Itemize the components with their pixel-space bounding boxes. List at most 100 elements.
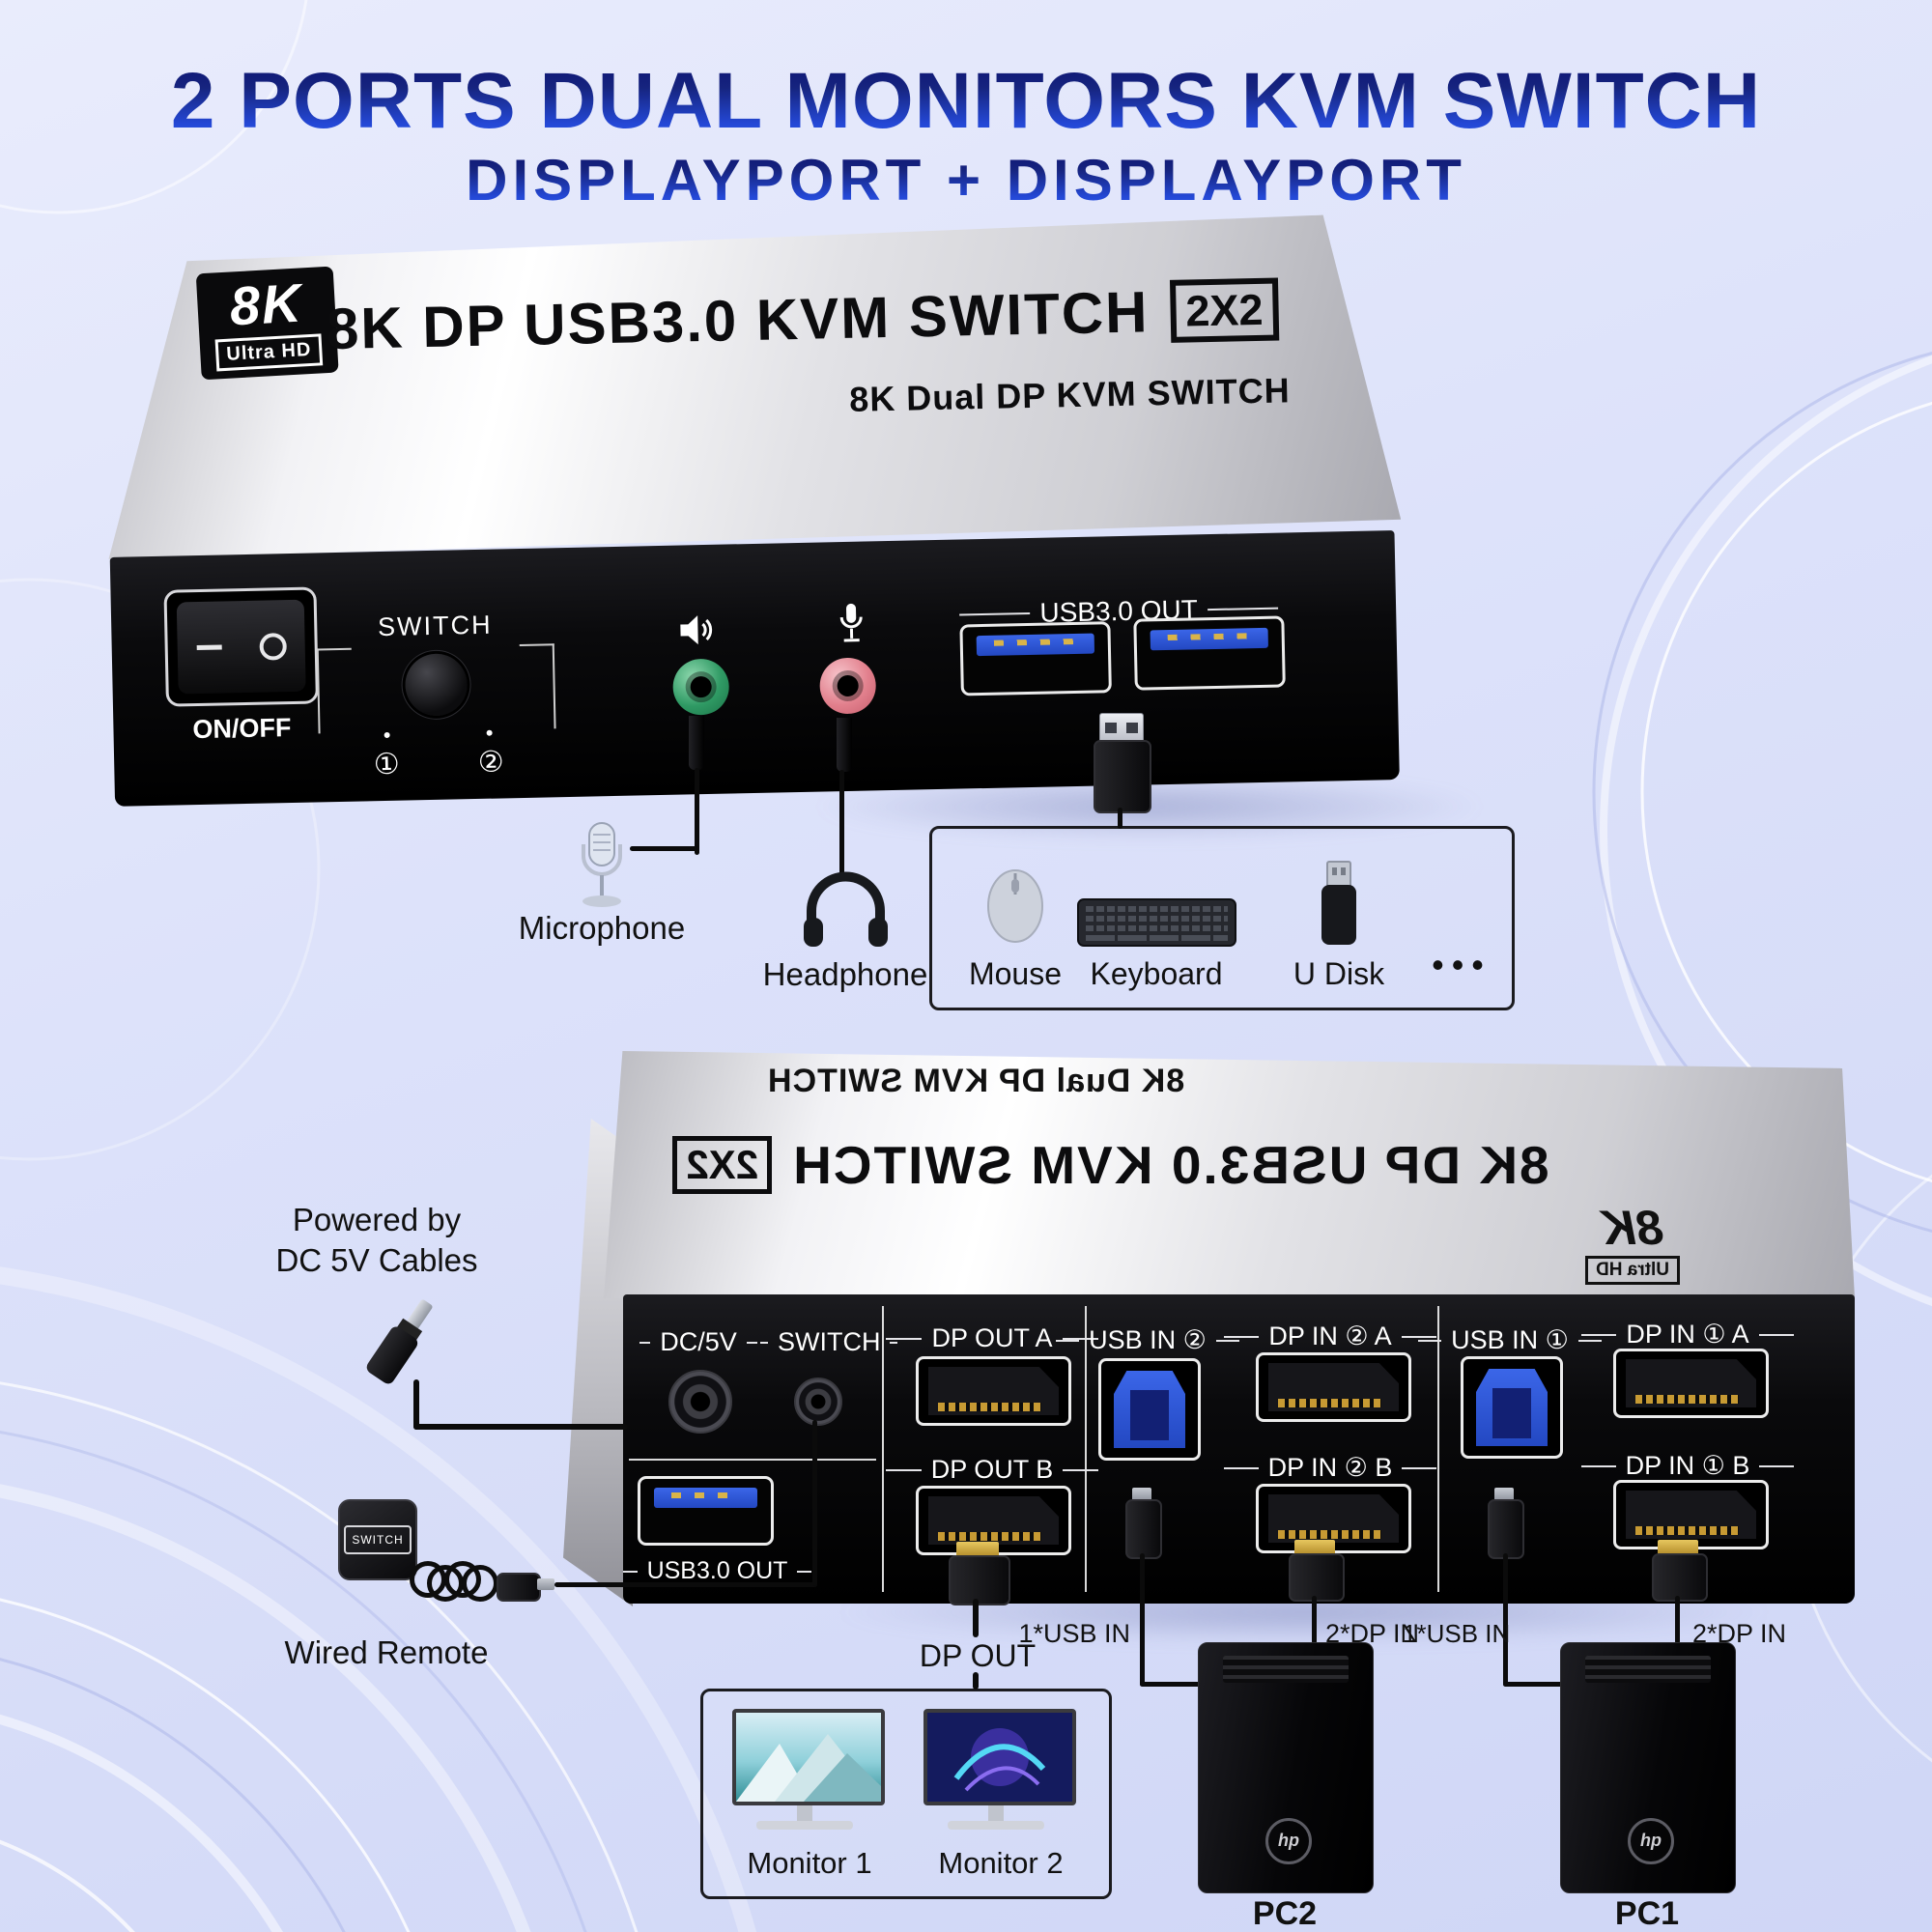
rocker-on-mark bbox=[196, 644, 222, 651]
rear-device-port-panel: DC/5V SWITCH DP OUT A DP OUT B USB3.0 OU… bbox=[623, 1294, 1855, 1604]
dp-in-1b-text: DP IN ① B bbox=[1625, 1451, 1750, 1480]
page-title-line2: DISPLAYPORT + DISPLAYPORT bbox=[0, 147, 1932, 213]
pc1-hp-text: hp bbox=[1640, 1831, 1662, 1851]
usb-in-1-cable-v bbox=[1503, 1553, 1508, 1687]
headphone-cable bbox=[839, 770, 844, 876]
remote-plug-body bbox=[497, 1573, 541, 1602]
pc1-hp-logo: hp bbox=[1628, 1817, 1674, 1864]
dp-out-a-text: DP OUT A bbox=[931, 1323, 1053, 1352]
monitors-box: Monitor 1 Monitor 2 bbox=[700, 1689, 1112, 1899]
dp-in-1a-text: DP IN ① A bbox=[1626, 1320, 1749, 1349]
wired-remote-icon: SWITCH bbox=[338, 1499, 417, 1580]
switch-dot-2 bbox=[486, 729, 493, 736]
dp-in-2a-port bbox=[1256, 1352, 1411, 1422]
on-off-label: ON/OFF bbox=[192, 713, 292, 745]
dp-out-cable-1 bbox=[973, 1599, 979, 1637]
panel-divider-3 bbox=[1437, 1306, 1439, 1592]
switch-push-button bbox=[404, 653, 469, 717]
mouse-icon bbox=[987, 869, 1043, 943]
mic-jack-pink bbox=[819, 657, 877, 715]
dp-in-1b-plug-body bbox=[1652, 1553, 1708, 1602]
powered-by-line1: Powered by bbox=[292, 1202, 462, 1237]
pc2-usb-in-label: 1*USB IN bbox=[1018, 1619, 1130, 1648]
microphone-label: Microphone bbox=[518, 910, 686, 946]
usb-in-2-label: USB IN ② bbox=[1056, 1325, 1239, 1355]
dp-out-plug-connector bbox=[956, 1542, 999, 1557]
pc2-label: PC2 bbox=[1252, 1895, 1318, 1932]
dp-in-2b-text: DP IN ② B bbox=[1267, 1453, 1393, 1482]
usb-in-2-port bbox=[1098, 1358, 1201, 1461]
panel-divider-1 bbox=[882, 1306, 884, 1592]
rear-switch-label: SWITCH bbox=[760, 1327, 880, 1357]
dc-cable-horizontal bbox=[413, 1424, 628, 1430]
dp-out-a-port bbox=[916, 1356, 1071, 1426]
more-devices-dots: ••• bbox=[1432, 945, 1492, 984]
monitor-1-stand bbox=[797, 1805, 812, 1821]
power-rocker-switch bbox=[163, 586, 319, 707]
dp-in-1b-cable bbox=[1675, 1596, 1680, 1644]
headphone-label: Headphone bbox=[762, 956, 928, 992]
switch-position-2: ② bbox=[477, 746, 505, 779]
usb3-out-rear-text: USB3.0 OUT bbox=[646, 1557, 788, 1584]
pc2-tower: hp bbox=[1198, 1642, 1374, 1893]
switch-position-1: ① bbox=[373, 748, 401, 781]
rocker-off-mark bbox=[258, 632, 287, 661]
dp-out-plug-body bbox=[949, 1555, 1010, 1605]
dp-in-1b-label: DP IN ① B bbox=[1581, 1451, 1794, 1481]
rear-device-top-face: 8K Dual DP KVM SWITCH 8K DP USB3.0 KVM S… bbox=[604, 1051, 1855, 1298]
dc5v-text: DC/5V bbox=[660, 1327, 737, 1356]
panel-divider-4 bbox=[629, 1459, 876, 1461]
remote-cable-horizontal bbox=[554, 1582, 817, 1587]
monitor-2-base bbox=[948, 1821, 1044, 1830]
mirrored-ultra-hd-text: Ultra HD bbox=[1585, 1256, 1681, 1285]
kvm-switch-front-view: 8K Ultra HD 8K DP USB3.0 KVM SWITCH 2X2 … bbox=[96, 213, 1406, 820]
remote-plug-tip bbox=[537, 1578, 554, 1590]
usb-accessories-box: Mouse Keyboard U Disk ••• bbox=[929, 826, 1515, 1010]
remote-switch-jack bbox=[794, 1378, 842, 1426]
page-title-line1: 2 PORTS DUAL MONITORS KVM SWITCH bbox=[0, 56, 1932, 147]
device-main-label: 8K DP USB3.0 KVM SWITCH bbox=[326, 279, 1151, 362]
pc2-hp-logo: hp bbox=[1265, 1817, 1312, 1864]
pc1-usb-in-label: 1*USB IN bbox=[1403, 1619, 1511, 1648]
keyboard-icon bbox=[1077, 898, 1236, 947]
mirrored-sub-label-wrap: 8K Dual DP KVM SWITCH bbox=[604, 1063, 1348, 1100]
dp-in-1a-label: DP IN ① A bbox=[1581, 1320, 1794, 1350]
front-device-top-face: 8K Ultra HD 8K DP USB3.0 KVM SWITCH 2X2 … bbox=[96, 213, 1402, 559]
mouse-label: Mouse bbox=[968, 956, 1063, 991]
switch-dot-1 bbox=[384, 731, 390, 739]
usb3-out-rear-label: USB3.0 OUT bbox=[623, 1557, 811, 1585]
pc1-label: PC1 bbox=[1614, 1895, 1680, 1932]
usb-in-2-plug-body bbox=[1125, 1499, 1162, 1559]
dp-out-b-label: DP OUT B bbox=[886, 1455, 1098, 1485]
audio-plug-green bbox=[689, 716, 704, 770]
remote-cable-vertical bbox=[812, 1420, 817, 1586]
monitor-2-stand bbox=[988, 1805, 1004, 1821]
pc1-tower: hp bbox=[1560, 1642, 1736, 1893]
device-main-label-row: 8K DP USB3.0 KVM SWITCH 2X2 bbox=[174, 272, 1431, 365]
usb-in-2-text: USB IN ② bbox=[1089, 1325, 1207, 1354]
usb-in-1-cable-h bbox=[1503, 1682, 1565, 1687]
usb-in-1-label: USB IN ① bbox=[1418, 1325, 1602, 1355]
microphone-cable-horizontal bbox=[630, 846, 699, 851]
audio-plug-pink bbox=[837, 718, 852, 772]
usb3-out-port-2 bbox=[1133, 615, 1286, 691]
wired-remote-label: Wired Remote bbox=[284, 1634, 489, 1670]
dp-in-1a-port bbox=[1613, 1349, 1769, 1418]
dp-out-a-label: DP OUT A bbox=[886, 1323, 1098, 1353]
panel-divider-2 bbox=[1085, 1306, 1087, 1592]
dp-in-1b-port bbox=[1613, 1480, 1769, 1549]
monitor-2-label: Monitor 2 bbox=[938, 1846, 1064, 1880]
microphone-icon bbox=[582, 822, 622, 907]
device-sub-label: 8K Dual DP KVM SWITCH bbox=[848, 370, 1291, 419]
dp-in-2a-text: DP IN ② A bbox=[1268, 1321, 1392, 1350]
dp-in-2b-cable bbox=[1312, 1596, 1317, 1644]
rear-switch-text: SWITCH bbox=[778, 1327, 881, 1356]
speaker-icon bbox=[680, 615, 713, 645]
dp-in-2b-plug-body bbox=[1289, 1553, 1345, 1602]
power-rocker-inner bbox=[176, 599, 306, 695]
mirrored-2x2-badge: 2X2 bbox=[672, 1135, 773, 1195]
dp-out-label: DP OUT bbox=[919, 1638, 1037, 1673]
monitor-1-base bbox=[756, 1821, 853, 1830]
dp-out-cable-2 bbox=[973, 1672, 979, 1690]
keyboard-label: Keyboard bbox=[1090, 956, 1223, 991]
